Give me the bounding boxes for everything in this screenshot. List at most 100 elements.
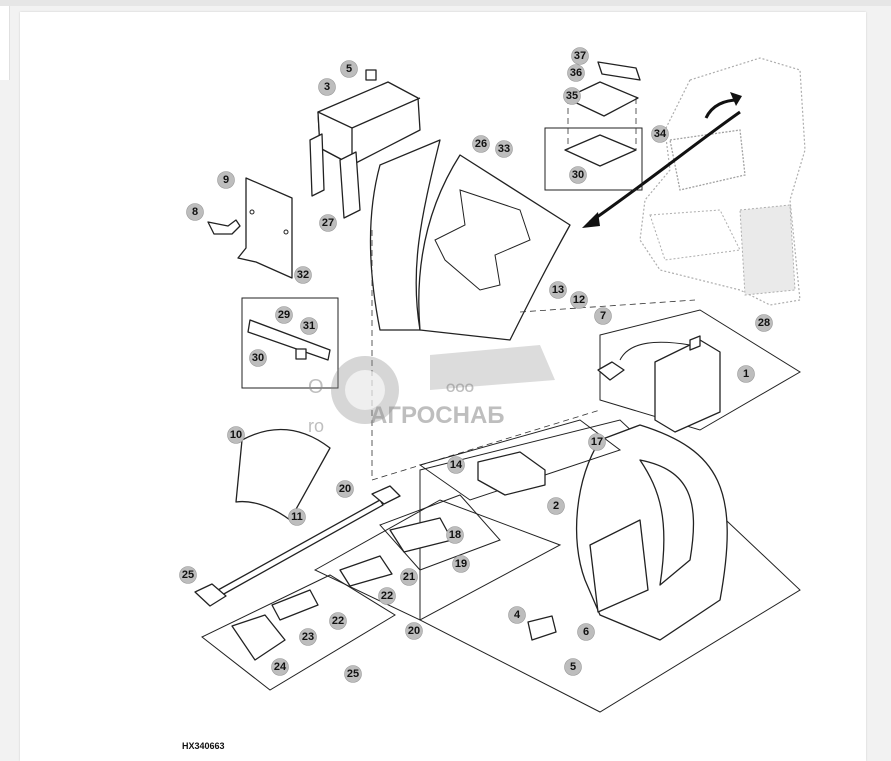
- callout-5: 5: [340, 60, 358, 78]
- svg-text:26: 26: [475, 138, 487, 150]
- cable-part-11: [194, 485, 401, 607]
- callout-11: 11: [288, 508, 306, 526]
- direction-arrow: [582, 92, 742, 228]
- callout-37: 37: [571, 47, 589, 65]
- callouts: 1234556789101112131417181920202122222324…: [179, 47, 773, 683]
- fender-part-10: [235, 429, 331, 521]
- callout-4: 4: [508, 606, 526, 624]
- svg-text:3: 3: [324, 81, 330, 93]
- left-strip: [0, 6, 10, 80]
- svg-text:34: 34: [654, 128, 667, 140]
- callout-22: 22: [329, 612, 347, 630]
- relay-part-1: [597, 309, 801, 433]
- detail-box-34: [544, 61, 643, 191]
- callout-5: 5: [564, 658, 582, 676]
- alignment-lines: [371, 230, 696, 481]
- callout-26: 26: [472, 135, 490, 153]
- svg-text:10: 10: [230, 429, 242, 441]
- callout-1: 1: [737, 365, 755, 383]
- svg-text:14: 14: [450, 459, 463, 471]
- watermark-fragment-bottom: ro: [308, 416, 324, 436]
- svg-text:5: 5: [346, 63, 352, 75]
- svg-text:22: 22: [381, 590, 393, 602]
- callout-31: 31: [300, 317, 318, 335]
- callout-3: 3: [318, 78, 336, 96]
- callout-25: 25: [179, 566, 197, 584]
- detail-box-32: [241, 297, 339, 389]
- callout-13: 13: [549, 281, 567, 299]
- svg-text:31: 31: [303, 320, 315, 332]
- tractor-silhouette: [639, 57, 806, 306]
- callout-17: 17: [588, 433, 606, 451]
- svg-text:20: 20: [339, 483, 351, 495]
- callout-27: 27: [319, 214, 337, 232]
- svg-text:33: 33: [498, 143, 510, 155]
- callout-7: 7: [594, 307, 612, 325]
- callout-22: 22: [378, 587, 396, 605]
- callout-14: 14: [447, 456, 465, 474]
- callout-18: 18: [446, 526, 464, 544]
- top-bar: [0, 0, 891, 6]
- watermark-fragment-top: О: [308, 376, 324, 398]
- callout-8: 8: [186, 203, 204, 221]
- top-cover-part-3: [309, 69, 421, 219]
- svg-text:22: 22: [332, 615, 344, 627]
- svg-text:30: 30: [572, 169, 584, 181]
- svg-text:30: 30: [252, 352, 264, 364]
- svg-text:27: 27: [322, 217, 334, 229]
- svg-text:35: 35: [566, 90, 578, 102]
- callout-34: 34: [651, 125, 669, 143]
- svg-text:6: 6: [583, 626, 589, 638]
- svg-text:37: 37: [574, 50, 586, 62]
- diagram-reference: HX340663: [182, 741, 225, 751]
- svg-text:12: 12: [573, 294, 585, 306]
- callout-30: 30: [249, 349, 267, 367]
- svg-text:9: 9: [223, 174, 229, 186]
- connector-box-25: [201, 574, 396, 691]
- svg-text:23: 23: [302, 631, 314, 643]
- svg-text:17: 17: [591, 436, 603, 448]
- svg-text:1: 1: [743, 368, 749, 380]
- svg-text:2: 2: [553, 500, 559, 512]
- callout-23: 23: [299, 628, 317, 646]
- callout-33: 33: [495, 140, 513, 158]
- svg-text:13: 13: [552, 284, 564, 296]
- svg-text:8: 8: [192, 206, 198, 218]
- callout-29: 29: [275, 306, 293, 324]
- svg-text:18: 18: [449, 529, 461, 541]
- callout-30: 30: [569, 166, 587, 184]
- svg-text:4: 4: [514, 609, 521, 621]
- svg-text:25: 25: [182, 569, 194, 581]
- svg-text:28: 28: [758, 317, 770, 329]
- callout-19: 19: [452, 555, 470, 573]
- svg-text:5: 5: [570, 661, 576, 673]
- svg-text:32: 32: [297, 269, 309, 281]
- connector-box-14: [418, 419, 622, 501]
- callout-24: 24: [271, 658, 289, 676]
- connector-box-19: [379, 494, 501, 571]
- watermark-prefix: ООО: [446, 381, 474, 395]
- callout-20: 20: [405, 622, 423, 640]
- svg-text:19: 19: [455, 558, 467, 570]
- callout-32: 32: [294, 266, 312, 284]
- plate-part-9: [207, 177, 293, 279]
- callout-28: 28: [755, 314, 773, 332]
- svg-text:7: 7: [600, 310, 606, 322]
- svg-text:21: 21: [403, 571, 415, 583]
- callout-2: 2: [547, 497, 565, 515]
- watermark: ООО АГРОСНАБ О ro: [308, 345, 555, 436]
- svg-text:20: 20: [408, 625, 420, 637]
- watermark-name: АГРОСНАБ: [370, 402, 505, 429]
- fender-large: [369, 139, 571, 341]
- svg-text:11: 11: [291, 511, 303, 523]
- svg-text:29: 29: [278, 309, 290, 321]
- callout-12: 12: [570, 291, 588, 309]
- callout-20: 20: [336, 480, 354, 498]
- svg-text:24: 24: [274, 661, 287, 673]
- callout-21: 21: [400, 568, 418, 586]
- callout-6: 6: [577, 623, 595, 641]
- callout-36: 36: [567, 64, 585, 82]
- fender-bracket-part-2: [419, 419, 801, 713]
- callout-25: 25: [344, 665, 362, 683]
